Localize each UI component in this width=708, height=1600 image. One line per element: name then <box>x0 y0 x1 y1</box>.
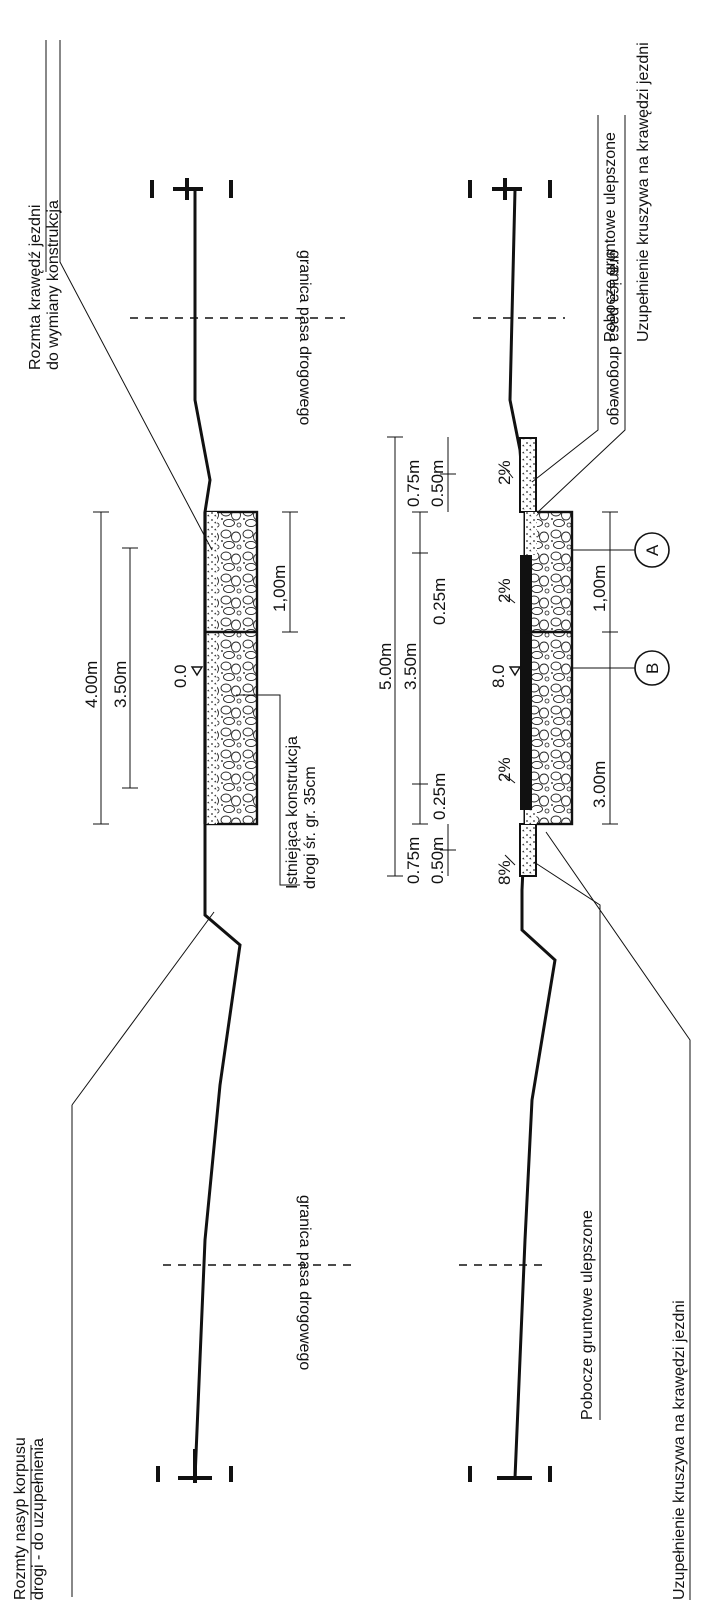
marker-b <box>634 650 670 686</box>
top-left-label-line2: drogi - do uzupełnienia <box>30 1438 47 1600</box>
slope-center-right-text: 2% <box>495 578 514 603</box>
top-dimension-edge <box>282 511 298 633</box>
bottom-asphalt-overlay <box>520 555 532 810</box>
marker-b-text: B <box>643 663 662 674</box>
aggregate-label-right: Uzupełnienie kruszywa na krawędzi jezdni <box>635 42 652 342</box>
existing-label-line2: drogi śr. gr. 35cm <box>302 766 319 889</box>
top-level-text: 0.0 <box>171 664 190 688</box>
slope-center-left-text: 2% <box>495 757 514 782</box>
bottom-dim-band-left-text: 0.25m <box>430 773 449 820</box>
top-right-label-line1: Rozmta krawędź jezdni <box>27 205 44 370</box>
bottom-end-marker-bottom <box>468 1466 552 1482</box>
top-right-leader <box>59 40 213 551</box>
top-dim-total-text: 4.00m <box>82 661 101 708</box>
top-dim-lane-text: 3.50m <box>111 661 130 708</box>
top-end-marker-bottom <box>156 1449 233 1483</box>
top-left-label-line1: Rozmty nasyp korpusu <box>12 1437 29 1600</box>
aggregate-leader-left <box>545 831 691 1600</box>
top-left-leader <box>71 911 215 1106</box>
top-end-marker-top <box>150 178 233 200</box>
bottom-level-text: 8.0 <box>489 664 508 688</box>
bottom-road-body <box>523 510 574 826</box>
top-dimension-total <box>93 511 109 825</box>
top-terrain-line <box>193 190 242 1479</box>
shoulder-leader-right <box>531 115 599 483</box>
slope-left-text: 8% <box>495 860 514 885</box>
top-dimension-lane <box>122 547 138 789</box>
shoulder-label-left: Pobocze gruntowe ulepszone <box>579 1210 596 1420</box>
bottom-dim-b-width-text: 3.00m <box>590 761 609 808</box>
top-level-marker-icon <box>190 666 204 677</box>
top-section <box>59 40 355 1483</box>
bottom-shoulder-left <box>519 823 537 877</box>
slope-arrows <box>504 467 516 866</box>
shoulder-leader-left <box>533 861 601 1420</box>
bottom-dim-total-text: 5.00m <box>376 643 395 690</box>
bottom-aggregate-fill-right <box>525 512 537 555</box>
bottom-dimension-shoulder <box>440 437 456 876</box>
bottom-dimension-lane <box>412 511 428 825</box>
bottom-dim-inner-left-text: 0.50m <box>428 837 447 884</box>
existing-leader <box>236 694 300 886</box>
bottom-dimension-total <box>387 436 403 877</box>
bottom-level-marker-icon <box>508 666 522 677</box>
boundary-label-top-left: granica pasa drogowego <box>296 1195 313 1370</box>
bottom-dim-inner-right-text: 0.50m <box>428 460 447 507</box>
boundary-label-top-right: granica pasa drogowego <box>296 250 313 425</box>
bottom-section <box>387 115 691 1600</box>
aggregate-label-left: Uzupełnienie kruszywa na krawędzi jezdni <box>671 1300 688 1600</box>
marker-a-text: A <box>643 544 662 556</box>
top-dim-edge-text: 1,00m <box>270 565 289 612</box>
top-wearing-course <box>205 512 217 824</box>
bottom-end-marker-top <box>468 178 552 200</box>
bottom-shoulder-right <box>519 437 537 513</box>
bottom-aggregate-fill-left <box>525 810 537 824</box>
slope-right-text: 2% <box>495 460 514 485</box>
aggregate-leader-right <box>537 115 626 513</box>
bottom-dim-lane-text: 3.50m <box>401 643 420 690</box>
existing-label-line1: Istniejąca konstrukcja <box>284 736 301 889</box>
bottom-dim-shoulder-left-text: 0.75m <box>404 837 423 884</box>
top-right-label-line2: do wymiany konstrukcja <box>45 200 62 370</box>
bottom-dim-a-width-text: 1,00m <box>590 565 609 612</box>
bottom-dim-shoulder-right-text: 0.75m <box>404 460 423 507</box>
boundary-label-bottom-right: granica pasa drogowego <box>606 250 623 425</box>
marker-a <box>634 532 670 568</box>
bottom-dim-band-right-text: 0.25m <box>430 578 449 625</box>
shoulder-label-right: Pobocze gruntowe ulepszone <box>602 132 619 342</box>
